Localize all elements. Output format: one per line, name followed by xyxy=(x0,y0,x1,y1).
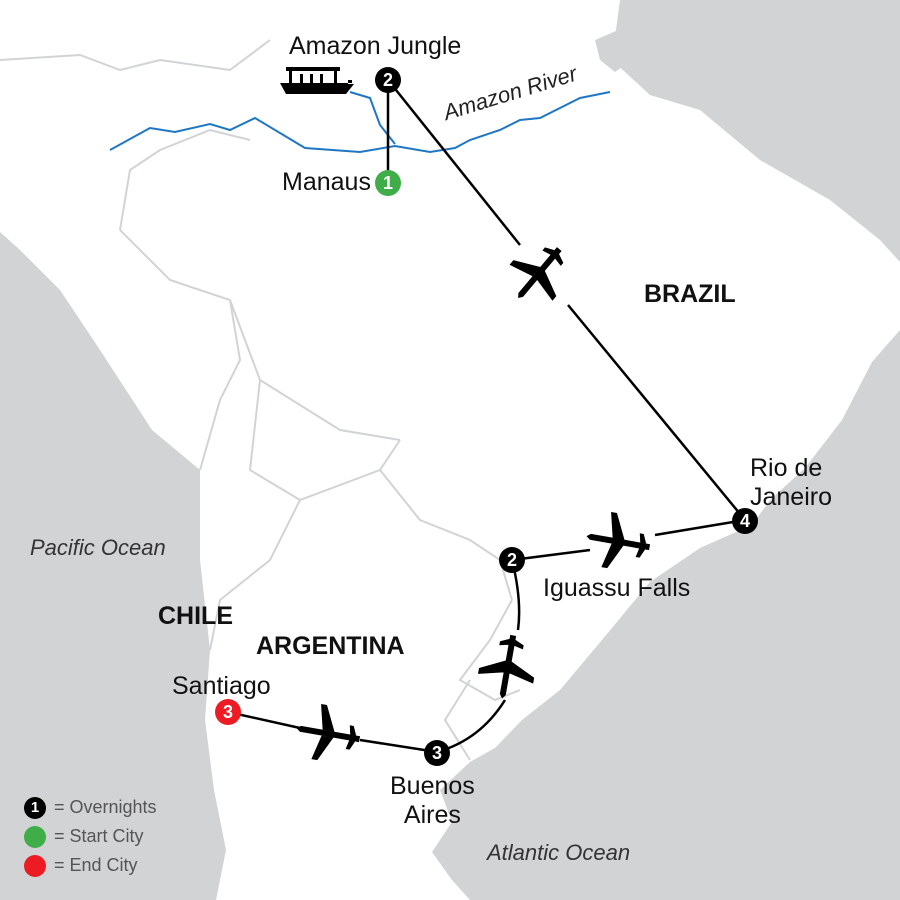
legend-label: = Overnights xyxy=(54,797,157,817)
stop-marker-santiago: 3 xyxy=(215,699,241,725)
start-marker-icon xyxy=(24,825,46,848)
overnight-marker-icon: 1 xyxy=(24,796,46,819)
plane-icon xyxy=(586,511,651,569)
legend-label: = Start City xyxy=(54,826,144,846)
routes xyxy=(227,79,746,754)
plane-icon xyxy=(509,247,564,301)
label-line: Janeiro xyxy=(750,482,832,511)
country-brazil: BRAZIL xyxy=(644,280,736,308)
label-line: Rio de xyxy=(750,454,823,482)
legend-label: = End City xyxy=(54,855,138,875)
country-argentina: ARGENTINA xyxy=(256,632,405,660)
plane-icon xyxy=(296,703,361,761)
legend-overnights: 1 = Overnights xyxy=(24,793,157,822)
ocean-atlantic: Atlantic Ocean xyxy=(487,840,631,865)
stop-marker-rio: 4 xyxy=(732,508,758,534)
label-line: Aires xyxy=(403,800,461,829)
end-marker-icon xyxy=(24,854,46,877)
boat-icon xyxy=(280,67,354,94)
stop-marker-amazon-jungle: 2 xyxy=(375,67,401,93)
island-marajo xyxy=(595,25,640,72)
plane-icon xyxy=(477,634,535,699)
legend-end-city: = End City xyxy=(24,851,157,880)
stop-marker-iguassu: 2 xyxy=(499,547,525,573)
stop-marker-manaus: 1 xyxy=(375,170,401,196)
country-chile: CHILE xyxy=(158,602,233,630)
stop-marker-buenos-aires: 3 xyxy=(424,740,450,766)
legend: 1 = Overnights = Start City = End City xyxy=(24,793,157,880)
amazon-river xyxy=(109,91,611,154)
legend-start-city: = Start City xyxy=(24,822,157,851)
label-amazon-jungle: Amazon Jungle xyxy=(289,32,462,60)
plane-icons xyxy=(296,247,651,761)
label-iguassu-falls: Iguassu Falls xyxy=(543,574,691,602)
label-manaus: Manaus xyxy=(282,168,371,196)
label-santiago: Santiago xyxy=(172,672,271,700)
ocean-pacific: Pacific Ocean xyxy=(30,535,166,560)
label-line: Buenos xyxy=(390,772,475,800)
